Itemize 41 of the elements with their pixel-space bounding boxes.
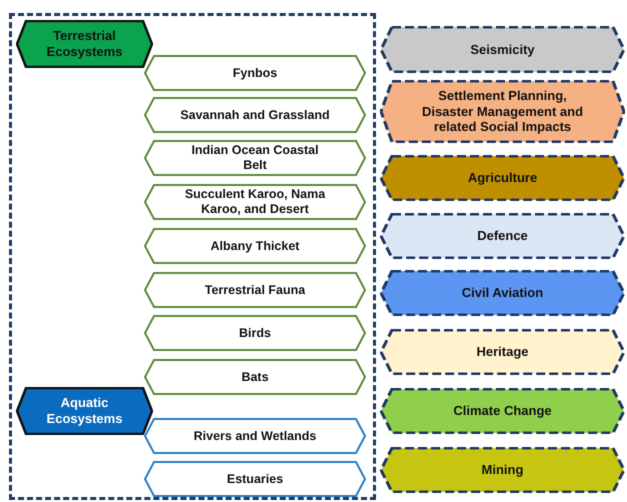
- ecosystem-hexagon: [144, 315, 366, 351]
- node-label: Settlement Planning, Disaster Management and related Social Impacts: [420, 88, 584, 135]
- topic-hexagon: [380, 213, 625, 259]
- node-label: Albany Thicket: [210, 238, 300, 254]
- topic-hexagon: [380, 26, 625, 73]
- node-label: Aquatic Ecosystems: [46, 395, 124, 427]
- ecosystem-hexagon: [144, 97, 366, 133]
- node-label: Climate Change: [453, 403, 552, 419]
- node-label: Fynbos: [232, 66, 278, 80]
- node-label: Heritage: [476, 344, 529, 360]
- ecosystem-hexagon: [144, 461, 366, 497]
- node-label: Agriculture: [468, 170, 538, 186]
- node-label: Defence: [477, 228, 528, 244]
- ecosystem-hexagon: [144, 184, 366, 220]
- node-label: Bats: [241, 370, 269, 384]
- dashed-frame: [9, 13, 376, 500]
- ecosystem-hexagon: [144, 272, 366, 308]
- topic-hexagon: [380, 80, 625, 143]
- node-label: Indian Ocean Coastal Belt: [190, 143, 320, 173]
- node-label: Terrestrial Fauna: [204, 282, 306, 298]
- topic-hexagon: [380, 388, 625, 434]
- node-label: Savannah and Grassland: [180, 108, 330, 122]
- node-label: Estuaries: [226, 472, 284, 486]
- node-label: Civil Aviation: [462, 285, 544, 301]
- category-hexagon: [16, 20, 153, 68]
- node-label: Birds: [239, 326, 271, 340]
- node-label: Succulent Karoo, Nama Karoo, and Desert: [184, 187, 326, 217]
- node-label: Terrestrial Ecosystems: [46, 28, 124, 60]
- ecosystem-hexagon: [144, 359, 366, 395]
- topic-hexagon: [380, 329, 625, 375]
- ecosystem-hexagon: [144, 228, 366, 264]
- ecosystem-hexagon: [144, 140, 366, 176]
- category-hexagon: [16, 387, 153, 435]
- topic-hexagon: [380, 447, 625, 493]
- node-label: Seismicity: [470, 42, 535, 58]
- topic-hexagon: [380, 270, 625, 316]
- ecosystem-hexagon: [144, 55, 366, 91]
- node-label: Mining: [482, 462, 524, 478]
- ecosystem-hexagon: [144, 418, 366, 454]
- node-label: Rivers and Wetlands: [194, 428, 316, 444]
- topic-hexagon: [380, 155, 625, 201]
